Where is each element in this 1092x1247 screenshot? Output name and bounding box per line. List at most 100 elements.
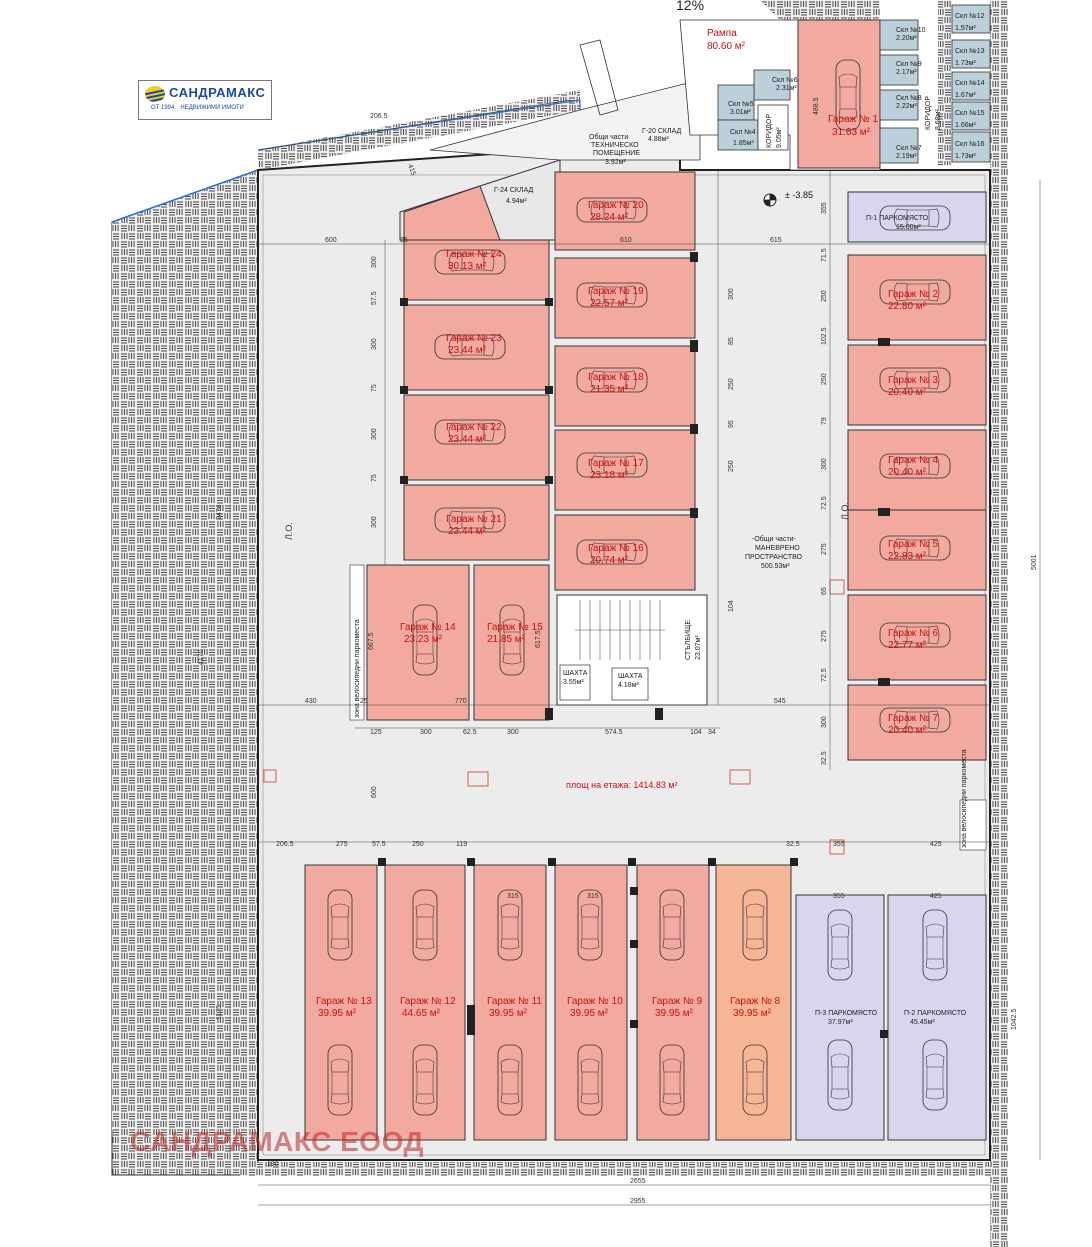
svg-text:300: 300 <box>371 338 378 350</box>
svg-text:39.95 м²: 39.95 м² <box>489 1008 528 1019</box>
svg-text:300: 300 <box>371 516 378 528</box>
svg-text:1.73м²: 1.73м² <box>955 60 976 67</box>
elevation-label: ± -3.85 <box>785 190 813 200</box>
svg-text:574.5: 574.5 <box>605 729 623 736</box>
svg-text:ТЕХНИЧЕСКО: ТЕХНИЧЕСКО <box>591 142 639 149</box>
garage-12-label: Гараж № 12 <box>400 996 456 1007</box>
svg-text:355: 355 <box>821 202 828 214</box>
storage-13-label: Скл №13 <box>955 48 985 55</box>
garage-2-label: Гараж № 2 <box>888 289 939 300</box>
svg-text:545: 545 <box>774 698 786 705</box>
parking-p1 <box>847 191 987 243</box>
svg-text:34: 34 <box>708 729 716 736</box>
svg-text:72.5: 72.5 <box>821 668 828 682</box>
svg-text:23.07м²: 23.07м² <box>695 635 702 660</box>
storage-14-label: Скл №14 <box>955 80 985 87</box>
bike-zone-left <box>349 564 365 721</box>
parking-p1-label: П-1 ПАРКОМЯСТО <box>866 215 929 222</box>
svg-text:57.5: 57.5 <box>371 291 378 305</box>
svg-text:44.65 м²: 44.65 м² <box>402 1008 441 1019</box>
svg-text:23.23 м²: 23.23 м² <box>404 634 443 645</box>
svg-text:32.5: 32.5 <box>821 751 828 765</box>
storage-15-label: Скл №15 <box>955 110 985 117</box>
svg-text:85: 85 <box>728 337 735 345</box>
svg-text:32.5: 32.5 <box>786 841 800 848</box>
ramp-slope: 12% <box>676 0 704 13</box>
storage-8-label: Скл №8 <box>896 95 922 102</box>
svg-text:45.45м²: 45.45м² <box>910 1019 935 1026</box>
svg-text:23.44 м²: 23.44 м² <box>448 434 487 445</box>
bike-zone-right-label: зона велосипедни паркоместа <box>961 749 968 848</box>
svg-text:355: 355 <box>833 893 845 900</box>
svg-text:430: 430 <box>305 698 317 705</box>
svg-text:95: 95 <box>728 420 735 428</box>
svg-text:2.17м²: 2.17м² <box>896 69 917 76</box>
svg-text:2.19м²: 2.19м² <box>896 153 917 160</box>
storage-g20-label: Г-20 СКЛАД <box>642 128 681 135</box>
soil-hatch-bottom <box>240 1162 1000 1176</box>
svg-text:3.01м²: 3.01м² <box>730 109 751 116</box>
svg-text:104: 104 <box>728 600 735 612</box>
tech-room-label: Общи части <box>589 133 628 141</box>
svg-text:ПРОСТРАНСТВО: ПРОСТРАНСТВО <box>745 554 803 561</box>
svg-text:300: 300 <box>371 428 378 440</box>
building-line-left: Л.О. <box>284 522 294 540</box>
svg-text:500.53м²: 500.53м² <box>761 563 790 570</box>
corridor-left-label: КОРИДОР <box>766 114 773 148</box>
shaft-2-label: ШАХТА <box>618 673 643 680</box>
svg-text:4170: 4170 <box>198 649 205 665</box>
garage-14-bay <box>366 564 470 721</box>
svg-text:62.5: 62.5 <box>463 729 477 736</box>
svg-text:21.35 м²: 21.35 м² <box>590 384 629 395</box>
svg-text:615: 615 <box>770 237 782 244</box>
svg-text:250: 250 <box>412 841 424 848</box>
svg-text:2474: 2474 <box>216 504 223 520</box>
svg-text:39.95 м²: 39.95 м² <box>655 1008 694 1019</box>
boundary-left <box>111 169 259 223</box>
garage-16-label: Гараж № 16 <box>588 543 644 554</box>
svg-text:102.5: 102.5 <box>821 327 828 345</box>
svg-text:23.44 м²: 23.44 м² <box>448 345 487 356</box>
logo-swoosh-icon <box>145 86 165 102</box>
garage-5-label: Гараж № 5 <box>888 539 939 550</box>
garage-10-label: Гараж № 10 <box>567 996 623 1007</box>
garage-15-label: Гараж № 15 <box>487 622 543 633</box>
bike-zone-left-label: зона велосипедни паркоместа <box>354 619 361 718</box>
svg-text:28.24 м²: 28.24 м² <box>590 212 629 223</box>
svg-text:4.18м²: 4.18м² <box>618 682 639 689</box>
ramp-label: Рампа <box>707 28 737 39</box>
garage-22-label: Гараж № 22 <box>446 422 502 433</box>
svg-text:4.94м²: 4.94м² <box>506 198 527 205</box>
parking-p3-label: П-3 ПАРКОМЯСТО <box>815 1010 878 1017</box>
svg-text:9.05м²: 9.05м² <box>776 127 783 148</box>
garage-15-bay <box>473 564 550 721</box>
svg-text:275: 275 <box>336 841 348 848</box>
floor-area-label: площ на етажа: 1414.83 м² <box>566 780 678 790</box>
svg-text:206.5: 206.5 <box>370 113 388 120</box>
svg-text:415: 415 <box>406 163 417 176</box>
corridor-right-label: КОРИДОР <box>925 96 932 130</box>
svg-text:300: 300 <box>507 729 519 736</box>
svg-text:20.40 м²: 20.40 м² <box>888 467 927 478</box>
svg-text:104: 104 <box>690 729 702 736</box>
svg-text:25: 25 <box>360 698 368 705</box>
svg-text:300: 300 <box>821 458 828 470</box>
garage-1-label: Гараж № 1 <box>828 114 879 125</box>
maneuver-area-label: -Общи части- <box>752 535 797 543</box>
svg-text:23.44 м²: 23.44 м² <box>448 526 487 537</box>
bike-zone-right <box>959 799 987 851</box>
parking-p3 <box>795 894 885 1141</box>
garage-18-label: Гараж № 18 <box>588 372 644 383</box>
svg-text:20.74 м²: 20.74 м² <box>590 555 629 566</box>
svg-text:355: 355 <box>833 841 845 848</box>
svg-text:425: 425 <box>930 841 942 848</box>
garage-6-label: Гараж № 6 <box>888 628 939 639</box>
structural-columns <box>378 252 890 1038</box>
svg-text:71.5: 71.5 <box>821 248 828 262</box>
svg-text:1042.5: 1042.5 <box>1011 1008 1018 1030</box>
storage-10-label: Скл №10 <box>896 27 926 34</box>
svg-text:75: 75 <box>371 474 378 482</box>
garage-14-label: Гараж № 14 <box>400 622 456 633</box>
garage-1-bay <box>797 19 881 169</box>
